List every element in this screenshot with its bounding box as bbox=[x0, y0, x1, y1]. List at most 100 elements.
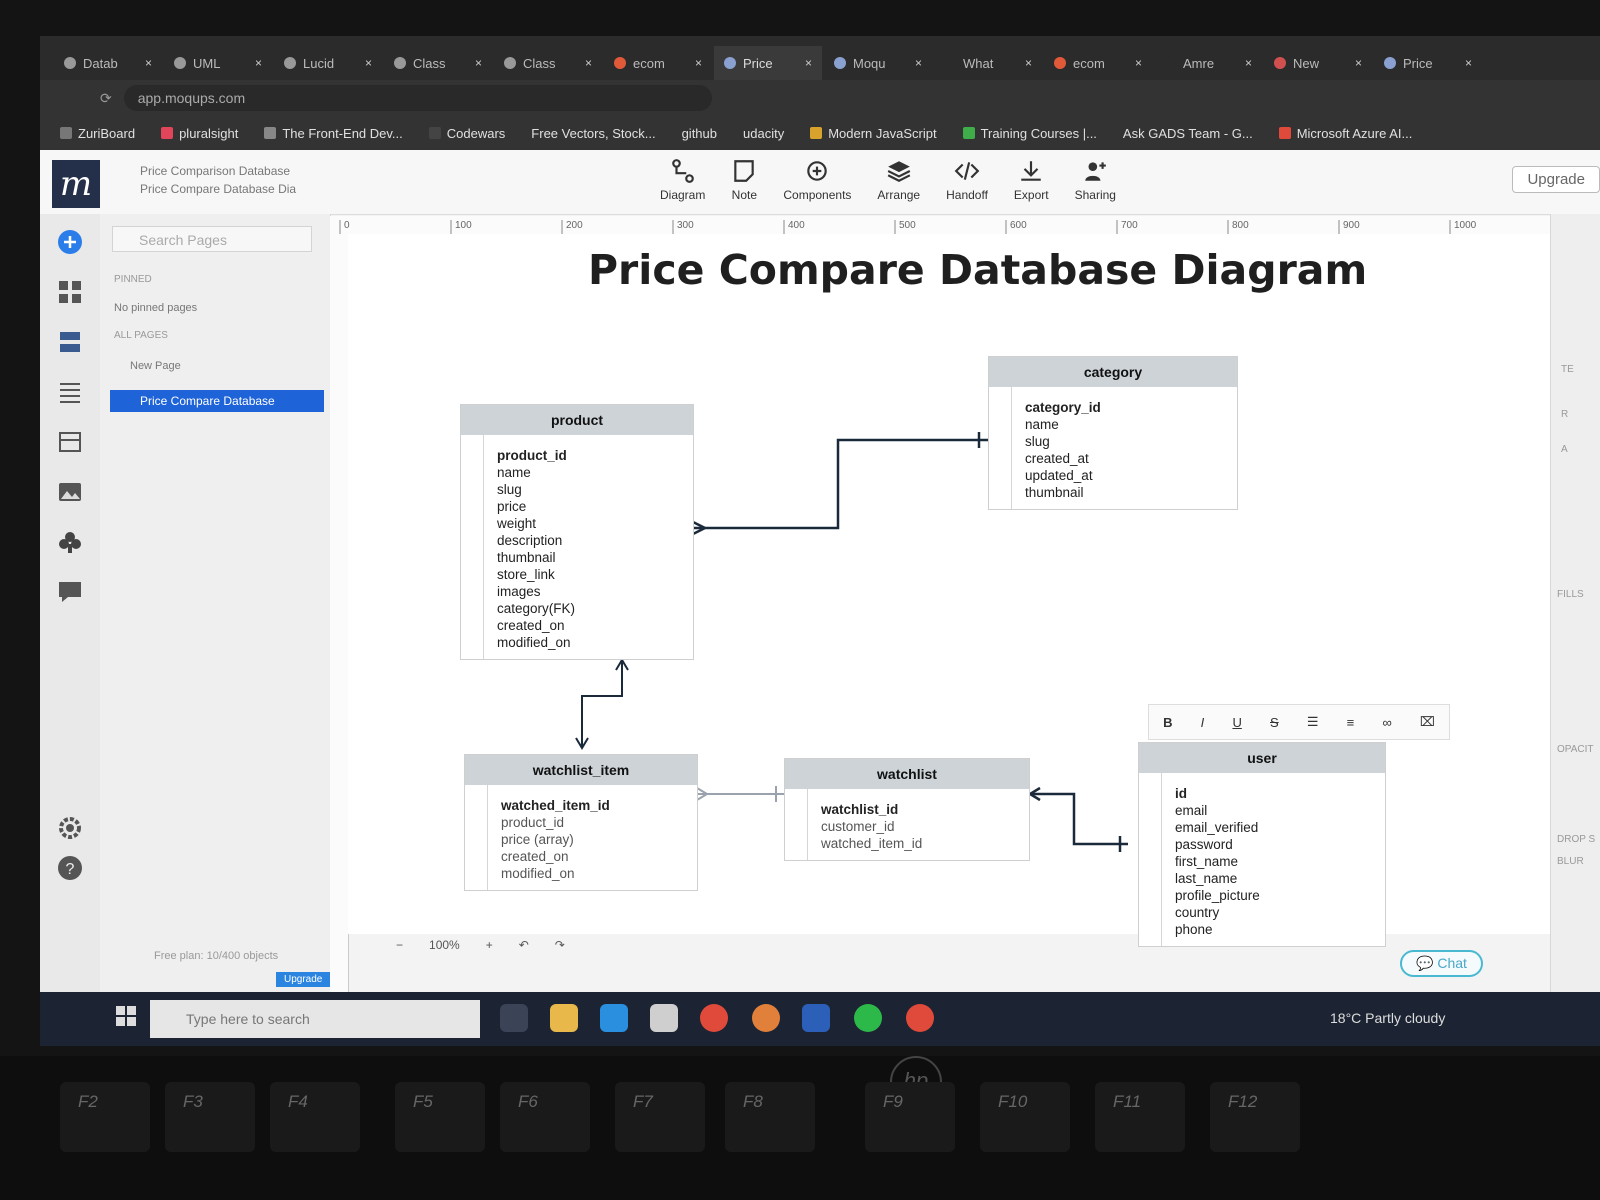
bookmark[interactable]: github bbox=[682, 126, 717, 141]
entity-user[interactable]: user id email email_verified password fi… bbox=[1138, 742, 1386, 947]
templates-icon[interactable] bbox=[56, 428, 84, 456]
bookmark[interactable]: udacity bbox=[743, 126, 784, 141]
tab-close-icon[interactable]: × bbox=[914, 56, 922, 70]
reload-icon[interactable]: ⟳ bbox=[100, 89, 112, 106]
outline-icon[interactable] bbox=[56, 378, 84, 406]
redo-icon[interactable]: ↷ bbox=[554, 938, 565, 952]
tab-close-icon[interactable]: × bbox=[1354, 56, 1362, 70]
windows-start-icon[interactable] bbox=[116, 1006, 136, 1026]
entity-field: description bbox=[497, 533, 563, 548]
chrome-icon[interactable] bbox=[906, 1004, 934, 1032]
tab-close-icon[interactable]: × bbox=[584, 56, 592, 70]
browser-tab[interactable]: Lucid× bbox=[274, 46, 382, 80]
bullet-list-icon[interactable]: ≡ bbox=[1346, 714, 1355, 730]
tab-close-icon[interactable]: × bbox=[254, 56, 262, 70]
tab-close-icon[interactable]: × bbox=[144, 56, 152, 70]
undo-icon[interactable]: ↶ bbox=[518, 938, 529, 952]
browser-tab[interactable]: What× bbox=[934, 46, 1042, 80]
bookmark[interactable]: Microsoft Azure AI... bbox=[1278, 126, 1412, 141]
url-field[interactable]: app.moqups.com bbox=[123, 85, 712, 111]
upgrade-button[interactable]: Upgrade bbox=[1512, 166, 1600, 193]
chrome-icon[interactable] bbox=[752, 1004, 780, 1032]
sharing-tool-button[interactable]: Sharing bbox=[1075, 158, 1116, 202]
tab-close-icon[interactable]: × bbox=[364, 56, 372, 70]
task-view-icon[interactable] bbox=[500, 1004, 528, 1032]
bookmark[interactable]: The Front-End Dev... bbox=[264, 126, 403, 141]
diagram-canvas[interactable]: Price Compare Database Diagram product bbox=[348, 234, 1550, 947]
tab-close-icon[interactable]: × bbox=[1244, 56, 1252, 70]
underline-button[interactable]: U bbox=[1232, 714, 1242, 730]
diagram-title[interactable]: Price Compare Database Diagram bbox=[588, 246, 1368, 294]
file-explorer-icon[interactable] bbox=[550, 1004, 578, 1032]
new-page-button[interactable]: New Page bbox=[130, 360, 181, 372]
bookmark[interactable]: Modern JavaScript bbox=[810, 126, 937, 141]
taskbar-search-input[interactable]: Type here to search bbox=[150, 1000, 480, 1038]
browser-tab[interactable]: Class× bbox=[384, 46, 492, 80]
vscode-icon[interactable] bbox=[600, 1004, 628, 1032]
images-icon[interactable] bbox=[56, 478, 84, 506]
browser-tab[interactable]: ecom× bbox=[1044, 46, 1152, 80]
comments-icon[interactable] bbox=[56, 578, 84, 606]
tab-close-icon[interactable]: × bbox=[1464, 56, 1472, 70]
tab-close-icon[interactable]: × bbox=[1134, 56, 1142, 70]
moqups-logo[interactable]: m bbox=[52, 160, 100, 208]
browser-tab[interactable]: New× bbox=[1264, 46, 1372, 80]
bold-button[interactable]: B bbox=[1163, 714, 1173, 730]
calendar-icon[interactable] bbox=[650, 1004, 678, 1032]
word-icon[interactable] bbox=[802, 1004, 830, 1032]
browser-tab[interactable]: UML× bbox=[164, 46, 272, 80]
italic-button[interactable]: I bbox=[1200, 714, 1205, 730]
link-icon[interactable]: ∞ bbox=[1382, 714, 1392, 730]
zoom-level[interactable]: 100% bbox=[429, 938, 460, 952]
browser-tab[interactable]: Class× bbox=[494, 46, 602, 80]
bookmark[interactable]: pluralsight bbox=[161, 126, 238, 141]
weather-widget[interactable]: 18°C Partly cloudy bbox=[1330, 1010, 1446, 1026]
browser-tab[interactable]: Price× bbox=[1374, 46, 1482, 80]
handoff-tool-button[interactable]: Handoff bbox=[946, 158, 988, 202]
tab-close-icon[interactable]: × bbox=[804, 56, 812, 70]
upgrade-small-button[interactable]: Upgrade bbox=[276, 972, 331, 987]
entity-product[interactable]: product product_id name slug price weigh… bbox=[460, 404, 694, 660]
browser-tab-active[interactable]: Price× bbox=[714, 46, 822, 80]
entity-category[interactable]: category category_id name slug created_a… bbox=[988, 356, 1238, 510]
page-item-active[interactable]: Price Compare Database bbox=[110, 390, 324, 412]
whatsapp-icon[interactable] bbox=[854, 1004, 882, 1032]
browser-tab[interactable]: Datab× bbox=[54, 46, 162, 80]
zoom-in-button[interactable]: + bbox=[485, 938, 493, 952]
note-tool-button[interactable]: Note bbox=[731, 158, 757, 202]
ordered-list-icon[interactable]: ☰ bbox=[1306, 714, 1319, 729]
clear-format-icon[interactable]: ⌧ bbox=[1419, 714, 1435, 729]
components-tool-button[interactable]: Components bbox=[783, 158, 851, 202]
bookmark[interactable]: Free Vectors, Stock... bbox=[531, 126, 655, 141]
arrange-tool-button[interactable]: Arrange bbox=[877, 158, 920, 202]
tab-favicon-icon bbox=[1274, 57, 1286, 69]
pages-icon[interactable] bbox=[56, 328, 84, 356]
tab-label: Moqu bbox=[853, 55, 886, 71]
tab-close-icon[interactable]: × bbox=[1024, 56, 1032, 70]
browser-tab[interactable]: Moqu × bbox=[824, 46, 932, 80]
chat-button[interactable]: 💬 Chat bbox=[1400, 950, 1483, 977]
browser-tab[interactable]: Amre× bbox=[1154, 46, 1262, 80]
bookmark[interactable]: ZuriBoard bbox=[60, 126, 135, 141]
browser-tab[interactable]: ecom× bbox=[604, 46, 712, 80]
stencils-icon[interactable] bbox=[56, 278, 84, 306]
bookmark[interactable]: Codewars bbox=[428, 126, 505, 141]
export-tool-button[interactable]: Export bbox=[1014, 158, 1049, 202]
settings-gear-icon[interactable] bbox=[56, 814, 84, 842]
strikethrough-button[interactable]: S bbox=[1270, 714, 1279, 730]
bookmark[interactable]: Ask GADS Team - G... bbox=[1123, 126, 1253, 141]
help-icon[interactable]: ? bbox=[56, 854, 84, 882]
keyboard-key: F9 bbox=[865, 1082, 955, 1152]
tab-close-icon[interactable]: × bbox=[694, 56, 702, 70]
add-icon[interactable] bbox=[56, 228, 84, 256]
entity-watchlist[interactable]: watchlist watchlist_id customer_id watch… bbox=[784, 758, 1030, 861]
entity-watchlist-item[interactable]: watchlist_item watched_item_id product_i… bbox=[464, 754, 698, 891]
tab-close-icon[interactable]: × bbox=[474, 56, 482, 70]
document-title[interactable]: Price Comparison Database Price Compare … bbox=[140, 162, 296, 198]
zoom-out-button[interactable]: − bbox=[396, 938, 404, 952]
search-pages-input[interactable]: Search Pages bbox=[112, 226, 312, 252]
icons-club-icon[interactable] bbox=[56, 528, 84, 556]
bookmark[interactable]: Training Courses |... bbox=[962, 126, 1097, 141]
diagram-tool-button[interactable]: Diagram bbox=[660, 158, 705, 202]
chrome-icon[interactable] bbox=[700, 1004, 728, 1032]
